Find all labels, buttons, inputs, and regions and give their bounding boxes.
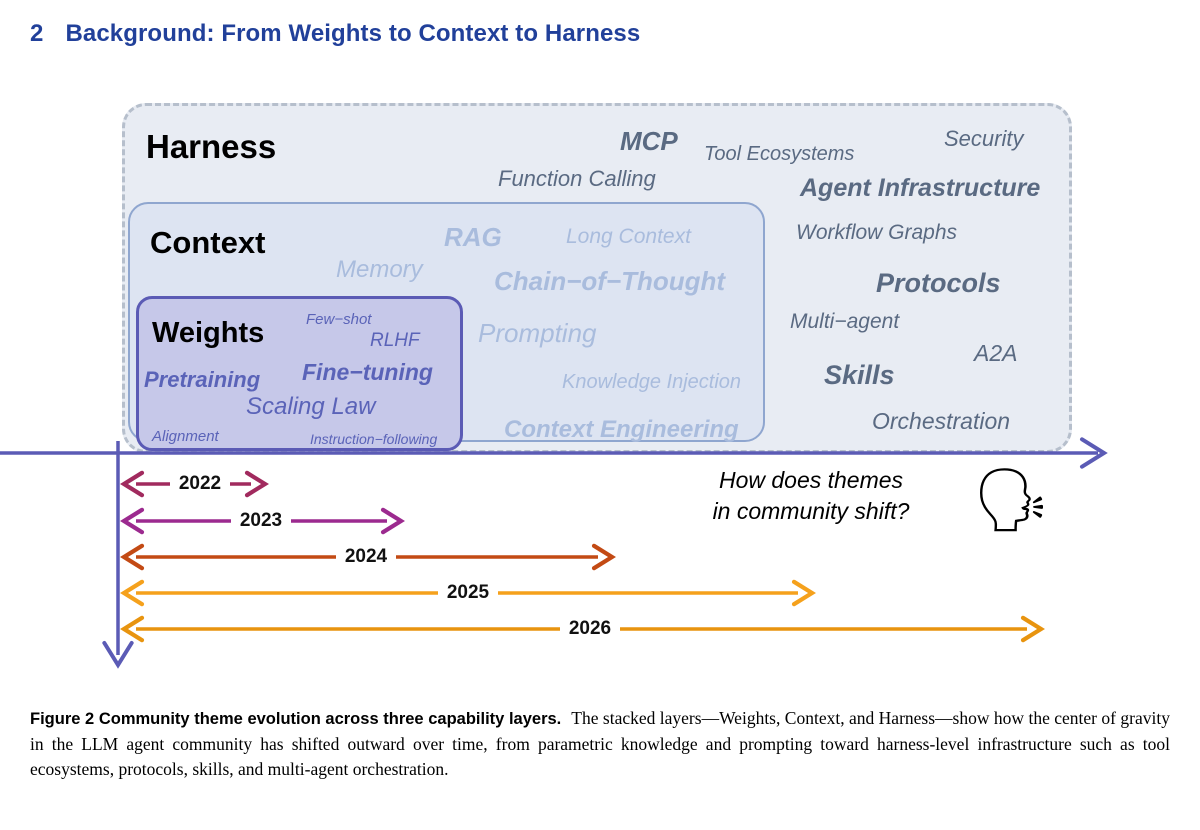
timeline-arrowhead-right-2023: [380, 507, 405, 535]
layer-title-harness: Harness: [146, 128, 277, 165]
term-weights-4: Scaling Law: [246, 393, 376, 420]
layer-box-weights: [136, 296, 463, 451]
year-label-2022: 2022: [178, 473, 222, 494]
term-context-0: RAG: [444, 222, 502, 252]
term-weights-0: Few−shot: [306, 311, 372, 328]
term-harness-0: MCP: [620, 126, 678, 156]
timeline-arrowhead-left-2026: [120, 615, 145, 643]
term-context-6: Context Engineering: [504, 416, 739, 443]
year-label-2026: 2026: [568, 618, 612, 639]
term-harness-9: Skills: [824, 360, 895, 390]
axes-and-timeline: [0, 437, 1108, 669]
term-harness-2: Security: [944, 126, 1024, 151]
term-harness-5: Workflow Graphs: [796, 221, 958, 244]
timeline-arrowhead-left-2023: [120, 507, 145, 535]
figure-canvas: Harness Context Weights MCP Tool Ecosyste…: [0, 80, 1200, 680]
term-harness-7: Multi−agent: [790, 310, 900, 333]
caption-lead: Figure 2 Community theme evolution acros…: [30, 710, 562, 728]
timeline-arrowhead-right-2022: [244, 470, 269, 498]
term-context-3: Chain−of−Thought: [494, 266, 726, 296]
axis-horizontal-arrowhead: [1080, 437, 1108, 469]
term-weights-1: RLHF: [370, 330, 420, 351]
term-context-2: Memory: [336, 256, 423, 283]
year-label-2024: 2024: [344, 546, 388, 567]
layer-title-context: Context: [150, 225, 266, 260]
axis-vertical-arrowhead: [102, 641, 134, 669]
timeline-arrowhead-right-2025: [791, 579, 816, 607]
term-weights-6: Instruction−following: [310, 431, 438, 447]
term-harness-6: Protocols: [876, 268, 1001, 298]
timeline-arrowhead-left-2025: [120, 579, 145, 607]
timeline-arrowhead-left-2022: [120, 470, 145, 498]
timeline-arrowhead-right-2024: [591, 543, 616, 571]
timeline-arrowhead-left-2024: [120, 543, 145, 571]
term-context-1: Long Context: [566, 225, 691, 248]
layer-title-weights: Weights: [152, 317, 265, 349]
figure-caption: Figure 2 Community theme evolution acros…: [30, 706, 1170, 783]
term-harness-10: Orchestration: [872, 408, 1011, 434]
term-harness-4: Agent Infrastructure: [800, 174, 1041, 202]
year-label-2025: 2025: [446, 582, 490, 603]
term-weights-2: Fine−tuning: [302, 359, 433, 385]
question-annotation: How does themes in community shift?: [676, 465, 946, 526]
term-harness-8: A2A: [974, 340, 1018, 366]
section-heading: 2 Background: From Weights to Context to …: [30, 20, 640, 48]
term-harness-3: Function Calling: [498, 166, 656, 191]
timeline-arrowhead-right-2026: [1020, 615, 1045, 643]
section-title: Background: From Weights to Context to H…: [65, 20, 641, 47]
term-context-4: Prompting: [478, 318, 597, 348]
question-line-2: in community shift?: [712, 497, 910, 524]
people-discussion-icon: 🗣: [972, 466, 1051, 535]
question-line-1: How does themes: [718, 467, 904, 493]
term-harness-1: Tool Ecosystems: [704, 143, 855, 165]
term-weights-3: Pretraining: [144, 367, 261, 392]
caption-body: The stacked layers—Weights, Context, and…: [30, 708, 1170, 780]
year-label-2023: 2023: [239, 510, 283, 531]
term-weights-5: Alignment: [152, 428, 219, 445]
term-context-5: Knowledge Injection: [562, 371, 742, 393]
section-number: 2: [30, 20, 44, 47]
